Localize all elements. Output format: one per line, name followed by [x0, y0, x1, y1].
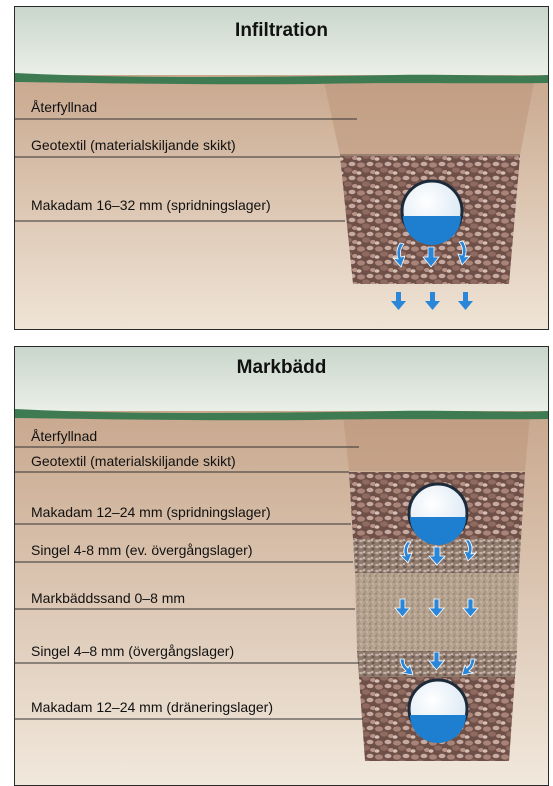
layer-label-macadam-spreading: Makadam 12–24 mm (spridningslager) [31, 504, 271, 520]
markbadd-cross-section [15, 347, 548, 785]
infiltration-cross-section [15, 7, 548, 329]
distribution-pipe [402, 181, 462, 245]
layer-label-macadam-drainage: Makadam 12–24 mm (dräneringslager) [31, 699, 273, 715]
layer-label-singel-transition: Singel 4–8 mm (övergångslager) [31, 643, 234, 659]
layer-label-sand: Markbäddssand 0–8 mm [31, 590, 185, 606]
sky [15, 7, 548, 82]
layer-label-singel-optional: Singel 4-8 mm (ev. övergångslager) [31, 542, 253, 558]
diagram-title: Markbädd [15, 357, 548, 379]
layer-label-geotextile: Geotextil (materialskiljande skikt) [31, 453, 236, 469]
markbadd-panel: Markbädd Återfyllnad Geotextil (material… [14, 346, 549, 786]
distribution-pipe [409, 484, 467, 545]
backfill-zone [343, 415, 530, 471]
layer-label-geotextile: Geotextil (materialskiljande skikt) [31, 137, 236, 153]
infiltration-panel: Infiltration Återfyllnad Geotextil (mate… [14, 6, 549, 330]
diagram-title: Infiltration [15, 20, 548, 42]
backfill-zone [323, 77, 535, 155]
layer-label-backfill: Återfyllnad [31, 428, 97, 444]
drainage-pipe [409, 680, 467, 743]
layer-label-macadam: Makadam 16–32 mm (spridningslager) [31, 197, 271, 213]
layer-label-backfill: Återfyllnad [31, 99, 97, 115]
